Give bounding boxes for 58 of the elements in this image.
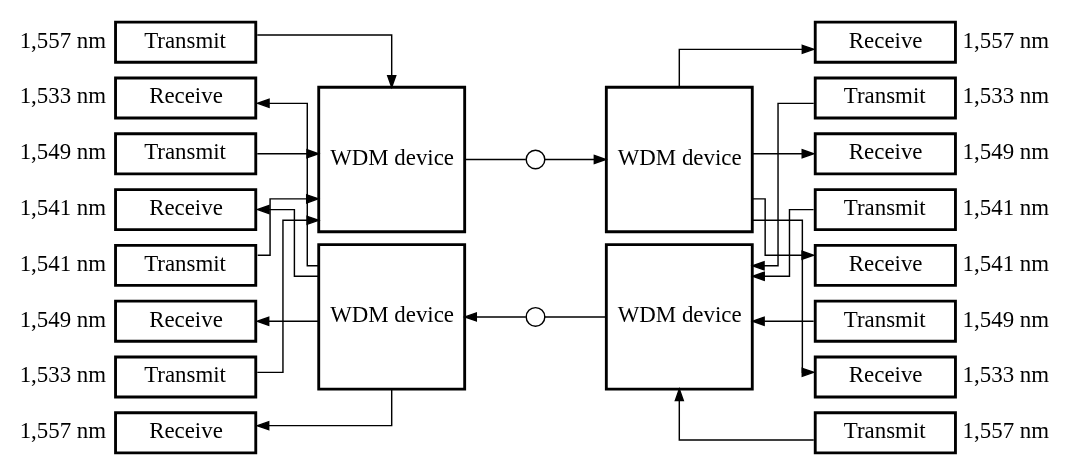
- arrow: [750, 208, 815, 281]
- node-box: Transmit: [114, 355, 258, 398]
- connector: [464, 158, 527, 160]
- node-box: Transmit: [813, 187, 957, 231]
- node-box: WDM device: [317, 85, 467, 233]
- node-box: Transmit: [114, 131, 258, 175]
- node-label: 1,533 nm: [962, 361, 1050, 387]
- node-label: 1,549 nm: [962, 306, 1050, 332]
- node-label: 1,557 nm: [962, 27, 1050, 53]
- node-box: Receive: [813, 131, 957, 175]
- node-label: 1,549 nm: [19, 306, 107, 332]
- arrow: [255, 204, 320, 277]
- node-box: Receive: [114, 410, 258, 454]
- node-label: 1,541 nm: [19, 194, 107, 220]
- node-box: Receive: [114, 299, 258, 343]
- node-label: 1,557 nm: [19, 27, 107, 53]
- node-box: Receive: [813, 20, 957, 64]
- node-box: Transmit: [813, 76, 957, 119]
- arrow: [256, 33, 397, 89]
- node-box: WDM device: [604, 85, 754, 233]
- arrow: [256, 148, 321, 159]
- node-box: Receive: [114, 187, 258, 231]
- node-label: 1,533 nm: [19, 361, 107, 387]
- arrow: [256, 214, 321, 373]
- node-label: 1,533 nm: [962, 82, 1050, 108]
- node-box: Receive: [813, 243, 957, 287]
- node-circle: [525, 149, 546, 170]
- node-box: Receive: [114, 76, 258, 119]
- arrow: [750, 102, 815, 271]
- arrow: [544, 154, 608, 165]
- arrow: [256, 193, 321, 256]
- arrow: [255, 315, 320, 326]
- arrow: [751, 219, 816, 377]
- arrow: [751, 197, 816, 260]
- node-label: 1,557 nm: [19, 417, 107, 443]
- node-box: WDM device: [604, 242, 754, 391]
- node-label: 1,533 nm: [19, 82, 107, 108]
- arrow: [462, 311, 527, 322]
- arrow: [674, 386, 815, 441]
- arrow: [255, 388, 393, 431]
- node-box: WDM device: [317, 242, 467, 391]
- node-label: 1,541 nm: [962, 250, 1050, 276]
- node-label: 1,557 nm: [962, 417, 1050, 443]
- arrow: [751, 148, 816, 159]
- node-box: Transmit: [813, 410, 957, 454]
- node-circle: [525, 306, 546, 327]
- connector: [544, 315, 607, 318]
- arrow: [750, 315, 815, 326]
- node-label: 1,549 nm: [19, 138, 107, 164]
- node-box: Transmit: [813, 299, 957, 343]
- node-label: 1,541 nm: [962, 194, 1050, 220]
- node-label: 1,549 nm: [962, 138, 1050, 164]
- node-box: Transmit: [114, 20, 258, 64]
- node-box: Receive: [813, 355, 957, 398]
- arrow: [678, 43, 816, 88]
- node-label: 1,541 nm: [19, 250, 107, 276]
- node-box: Transmit: [114, 243, 258, 287]
- arrow: [255, 97, 320, 266]
